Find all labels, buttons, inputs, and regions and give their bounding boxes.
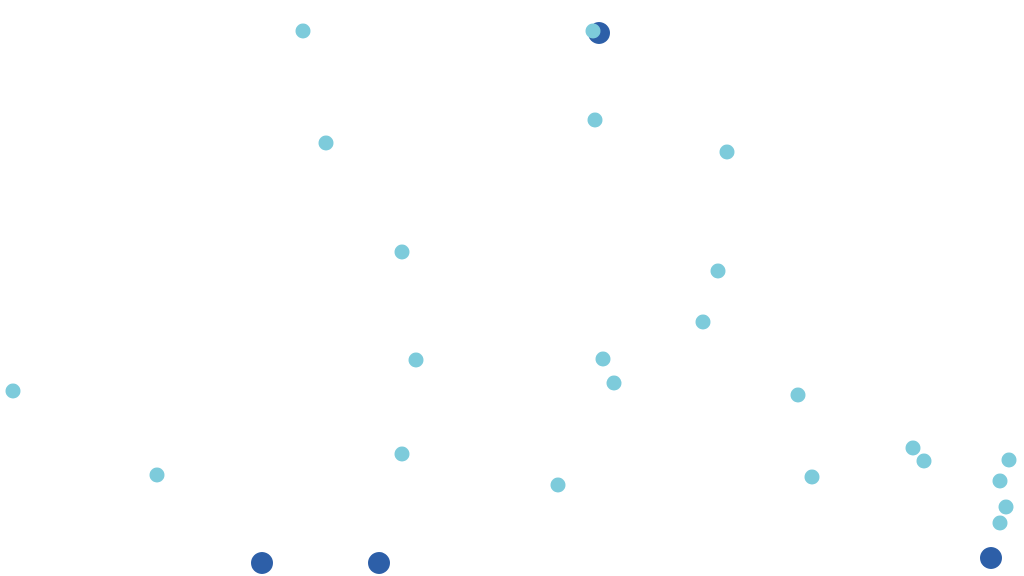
small-point-0 xyxy=(295,23,311,39)
small-point-8 xyxy=(595,351,611,367)
small-point-9 xyxy=(408,352,424,368)
small-point-10 xyxy=(606,375,622,391)
large-point-2 xyxy=(368,552,390,574)
small-point-18 xyxy=(992,473,1008,489)
small-point-16 xyxy=(1001,452,1017,468)
small-point-6 xyxy=(710,263,726,279)
small-point-13 xyxy=(394,446,410,462)
small-point-20 xyxy=(804,469,820,485)
small-point-1 xyxy=(585,23,601,39)
large-point-1 xyxy=(251,552,273,574)
small-point-4 xyxy=(719,144,735,160)
small-point-22 xyxy=(992,515,1008,531)
small-point-15 xyxy=(916,453,932,469)
small-point-19 xyxy=(550,477,566,493)
small-point-11 xyxy=(5,383,21,399)
small-point-3 xyxy=(318,135,334,151)
small-point-17 xyxy=(149,467,165,483)
small-point-7 xyxy=(695,314,711,330)
small-point-21 xyxy=(998,499,1014,515)
small-point-2 xyxy=(587,112,603,128)
small-point-12 xyxy=(790,387,806,403)
small-point-14 xyxy=(905,440,921,456)
large-point-3 xyxy=(980,547,1002,569)
small-point-5 xyxy=(394,244,410,260)
